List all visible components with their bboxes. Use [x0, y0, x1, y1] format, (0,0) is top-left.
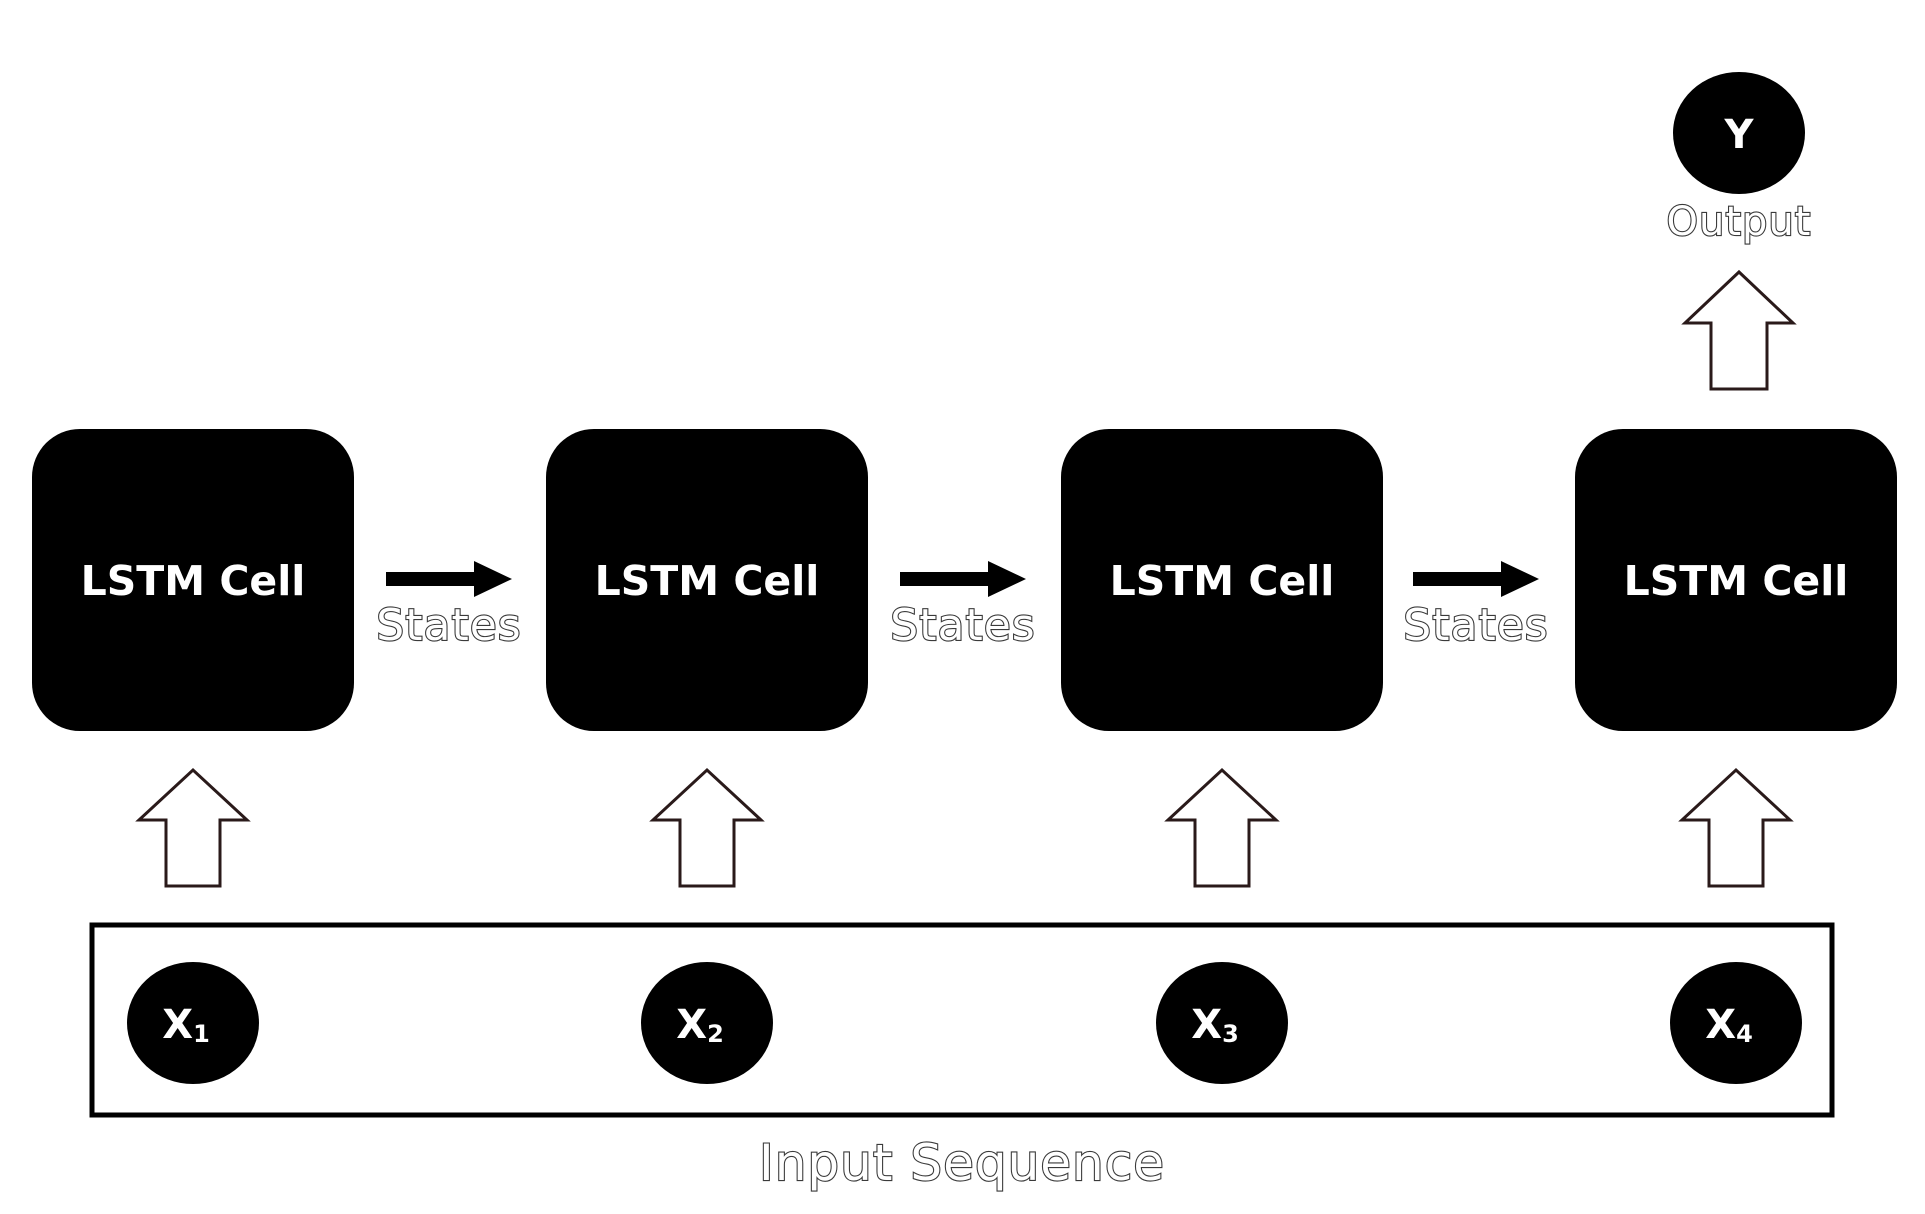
lstm-cell-label: LSTM Cell [81, 557, 306, 605]
lstm-cell-1: LSTM Cell [32, 429, 354, 731]
output-node-label: Y [1724, 112, 1755, 158]
state-arrow [900, 561, 1026, 597]
state-link-3: States [1402, 561, 1549, 652]
state-arrow [1413, 561, 1539, 597]
state-label: States [890, 600, 1035, 651]
output-node: Y [1673, 72, 1805, 194]
input-subscript: 3 [1222, 1020, 1239, 1048]
lstm-cell-label: LSTM Cell [1110, 557, 1335, 605]
input-node-label: X2 [676, 1002, 724, 1048]
input-arrow-1 [135, 767, 251, 888]
lstm-cell-4: LSTM Cell [1575, 429, 1897, 731]
input-node-3: X3 [1156, 962, 1288, 1084]
input-subscript: 1 [193, 1020, 210, 1048]
lstm-cell-label: LSTM Cell [595, 557, 820, 605]
input-node-2: X2 [641, 962, 773, 1084]
state-label: States [376, 600, 521, 651]
state-label: States [1403, 600, 1548, 651]
input-arrow-2 [649, 767, 765, 888]
input-subscript: 4 [1736, 1020, 1753, 1048]
output-label: Output [1665, 198, 1812, 246]
state-arrow [386, 561, 512, 597]
input-arrow-4 [1678, 767, 1794, 888]
input-base: X [676, 1002, 707, 1048]
state-link-1: States [375, 561, 522, 652]
output-label-text: Output [1667, 199, 1812, 245]
lstm-cell-2: LSTM Cell [546, 429, 868, 731]
input-node-label: X1 [162, 1002, 210, 1048]
input-sequence-label: Input Sequence [759, 1134, 1165, 1192]
input-base: X [1705, 1002, 1736, 1048]
output-arrow [1681, 269, 1797, 391]
input-subscript: 2 [707, 1020, 724, 1048]
input-node-label: X3 [1191, 1002, 1239, 1048]
input-arrow-3 [1164, 767, 1280, 888]
input-sequence-box [89, 922, 1835, 1118]
lstm-cell-label: LSTM Cell [1624, 557, 1849, 605]
input-base: X [1191, 1002, 1222, 1048]
input-base: X [162, 1002, 193, 1048]
input-node-4: X4 [1670, 962, 1802, 1084]
input-node-label: X4 [1705, 1002, 1753, 1048]
lstm-cell-3: LSTM Cell [1061, 429, 1383, 731]
state-link-2: States [889, 561, 1036, 652]
input-node-1: X1 [127, 962, 259, 1084]
